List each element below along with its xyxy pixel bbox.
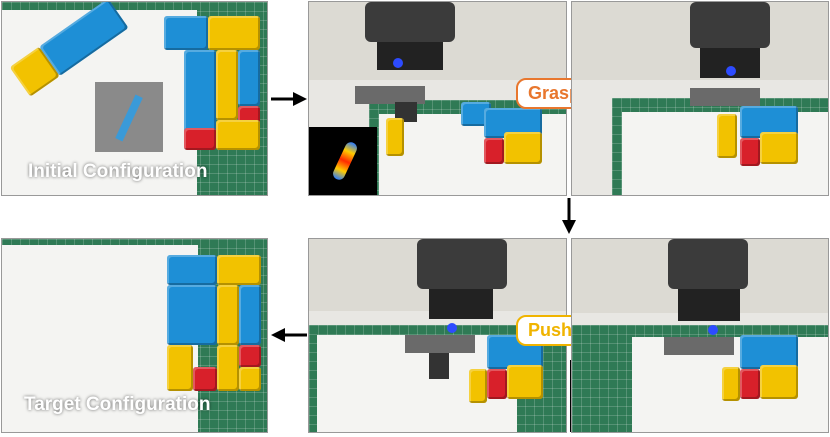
arrow-left-icon [271, 328, 307, 342]
target-configuration-panel: Target Configuration [1, 238, 268, 433]
inset-thumbnail [95, 82, 163, 152]
target-caption: Target Configuration [24, 394, 211, 415]
robot-arm [664, 239, 748, 379]
robot-arm [355, 2, 455, 122]
grasp-heatmap [309, 127, 377, 195]
brick-structure [160, 16, 265, 151]
robot-arm [405, 239, 507, 379]
arrow-down-icon [562, 198, 576, 234]
push-result-panel [571, 238, 829, 433]
paper-sheet [2, 245, 198, 432]
initial-caption: Initial Configuration [28, 161, 208, 182]
robot-arm [690, 2, 770, 132]
initial-configuration-panel: Initial Configuration [1, 1, 268, 196]
grasp-result-panel [571, 1, 829, 196]
arrow-right-icon [271, 92, 307, 106]
brick-structure [165, 255, 265, 395]
pushing-scene-panel [308, 238, 567, 433]
grasping-scene-panel [308, 1, 567, 196]
